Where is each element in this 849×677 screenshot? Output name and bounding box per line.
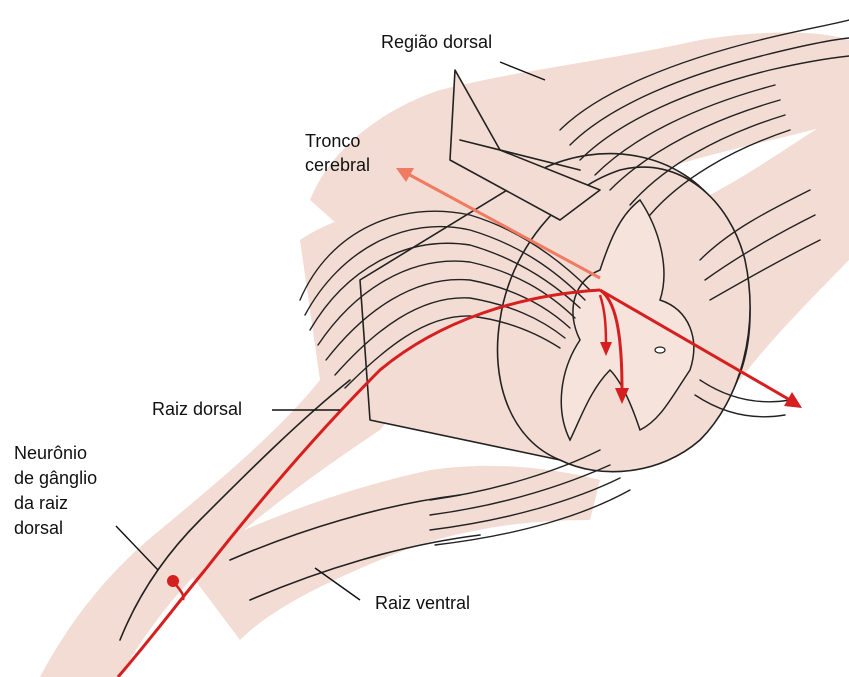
label-raiz-ventral: Raiz ventral: [375, 593, 470, 614]
label-tronco-line2: cerebral: [305, 155, 370, 176]
label-tronco-line1: Tronco: [305, 131, 360, 152]
label-regiao-dorsal: Região dorsal: [381, 32, 492, 53]
label-raiz-dorsal: Raiz dorsal: [152, 399, 242, 420]
label-neuronio-line2: de gânglio: [14, 468, 97, 489]
label-neuronio-line1: Neurônio: [14, 443, 87, 464]
central-canal: [655, 347, 665, 353]
label-neuronio-line4: dorsal: [14, 518, 63, 539]
label-neuronio-line3: da raiz: [14, 493, 68, 514]
